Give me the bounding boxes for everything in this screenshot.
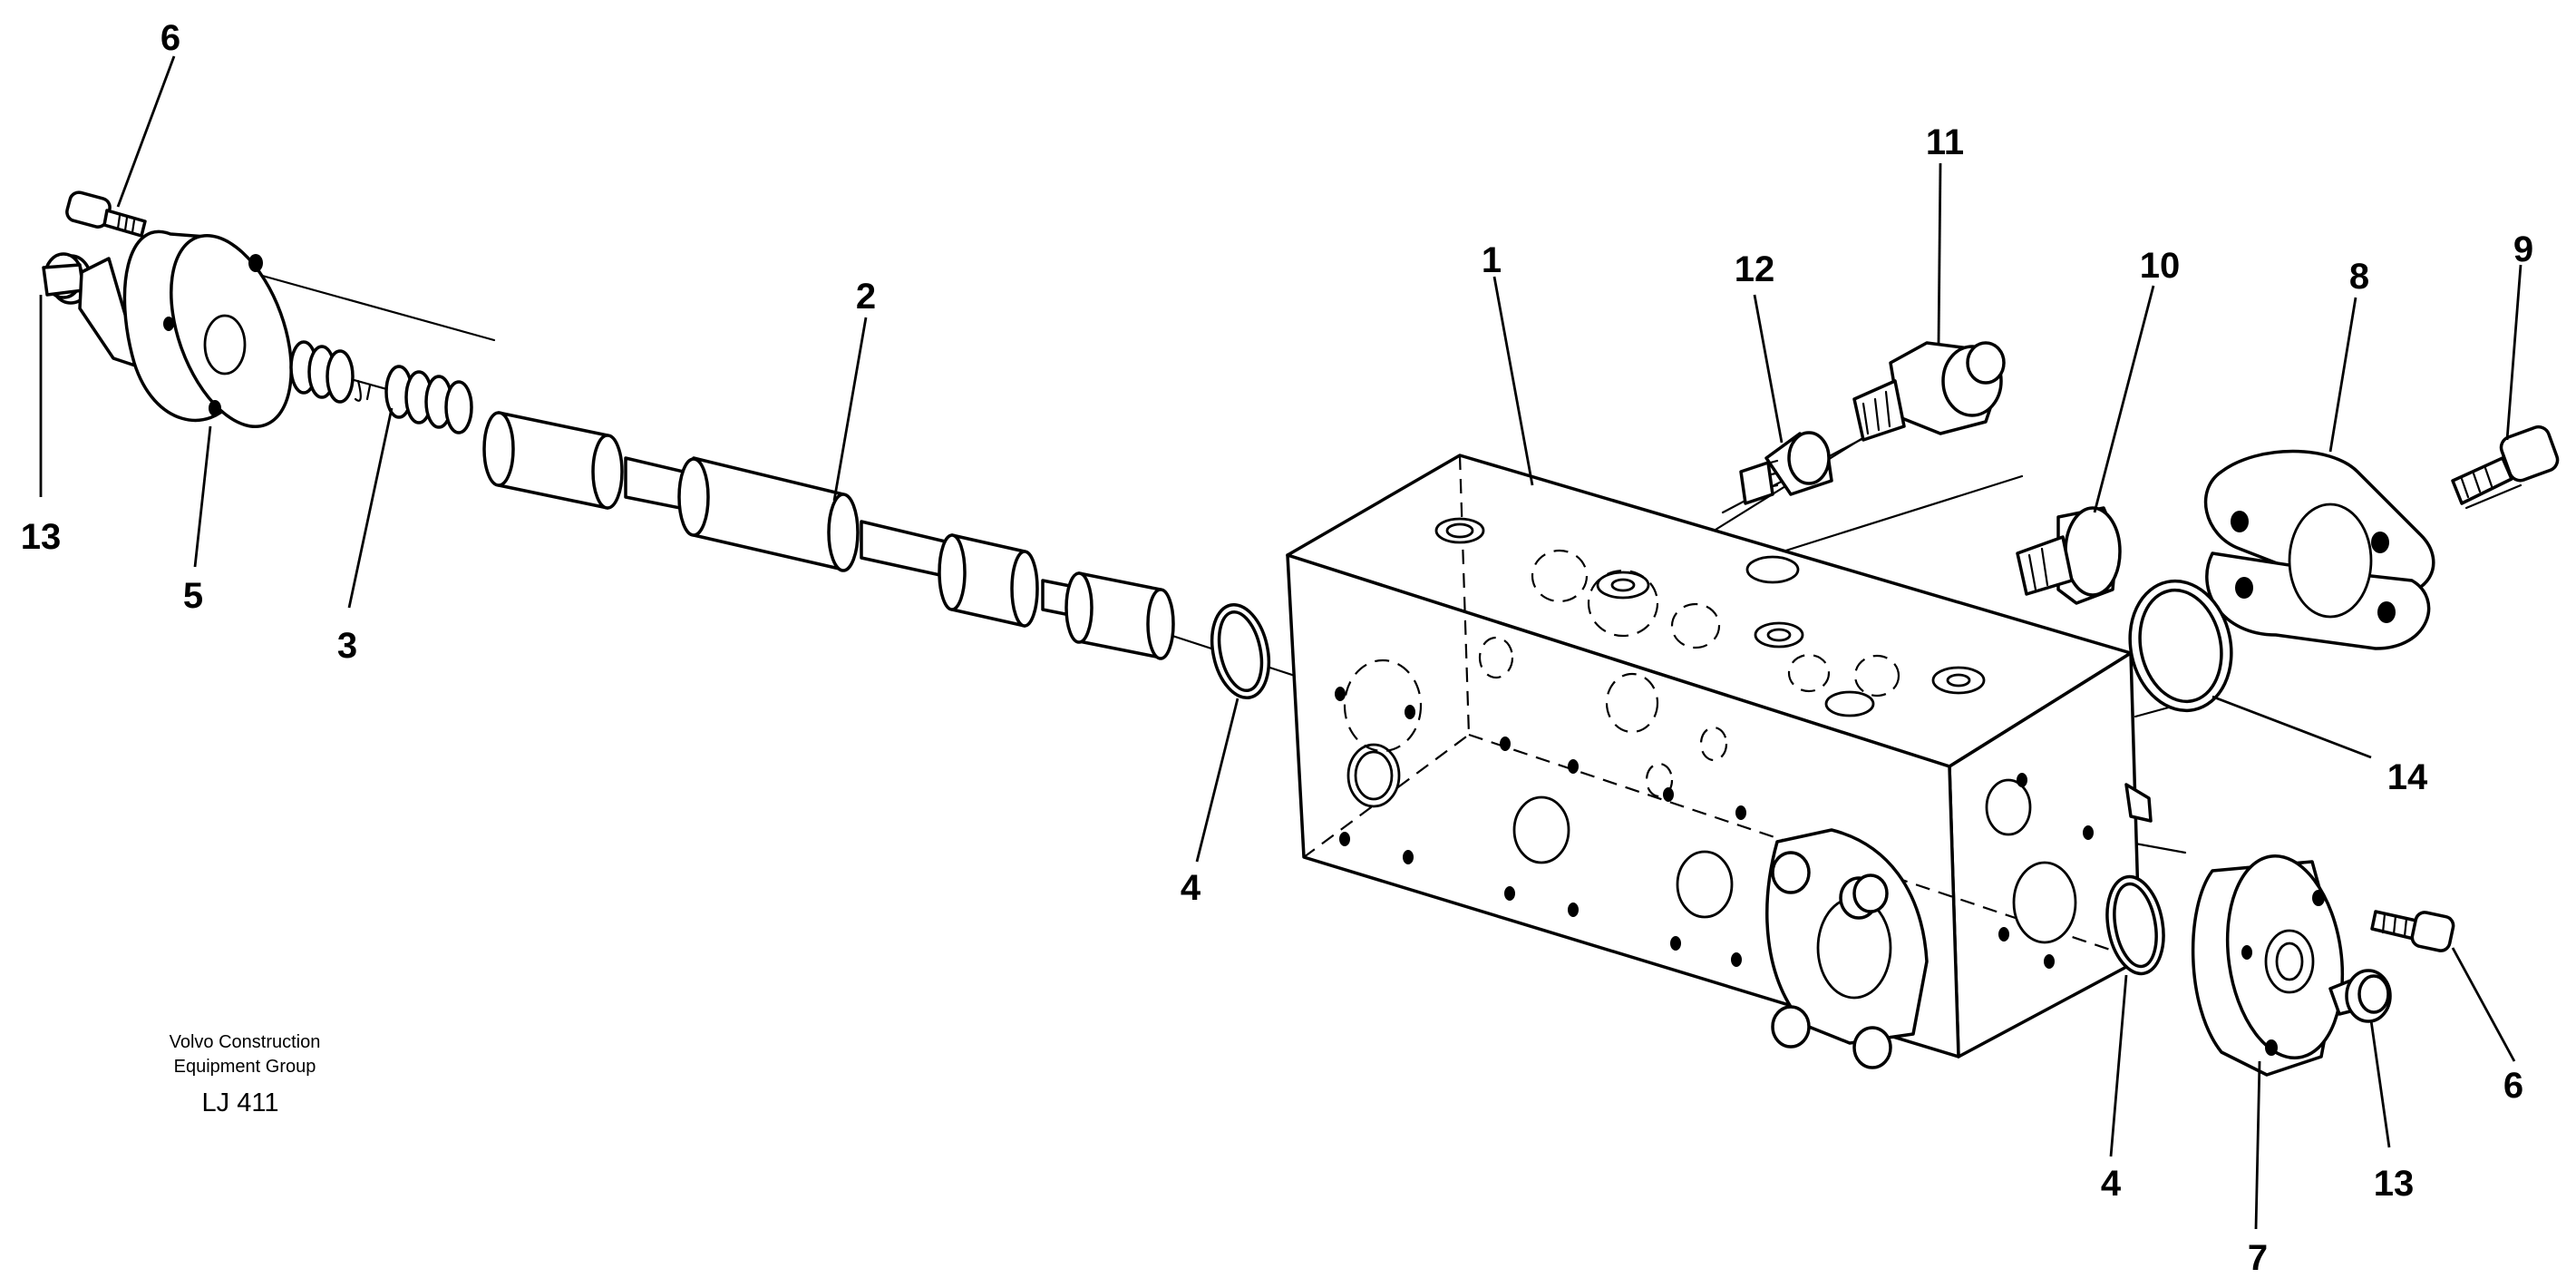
callout-numbers: 6 13 5 3 2 4 1 12 11 10 8 9 14 6 4 13 7 <box>21 18 2533 1278</box>
callout-14: 14 <box>2387 757 2428 797</box>
callout-7: 7 <box>2248 1238 2268 1278</box>
o-ring-part-14 <box>2128 579 2233 713</box>
credit-line-2: Equipment Group <box>174 1057 316 1077</box>
o-ring-part-4-right <box>2105 874 2165 976</box>
callout-2: 2 <box>856 277 876 317</box>
callout-10: 10 <box>2140 246 2181 286</box>
screw-part-9 <box>2451 424 2560 505</box>
callout-12: 12 <box>1735 249 1775 289</box>
callout-4-left: 4 <box>1181 868 1201 908</box>
spool-part-2 <box>482 411 1175 660</box>
callout-13-left: 13 <box>21 517 62 557</box>
flange-part-8 <box>2203 449 2435 650</box>
credit-block: Volvo Construction Equipment Group LJ 41… <box>170 1032 321 1117</box>
end-cover-part-7 <box>2191 854 2345 1077</box>
callout-8: 8 <box>2349 257 2369 297</box>
callout-1: 1 <box>1482 240 1502 280</box>
callout-11: 11 <box>1926 122 1964 162</box>
callout-6-right: 6 <box>2503 1066 2523 1106</box>
callout-3: 3 <box>337 626 357 666</box>
callout-5: 5 <box>183 576 203 616</box>
valve-part-10 <box>2016 506 2122 605</box>
springs-part-3 <box>289 340 473 434</box>
end-cover-part-5 <box>78 229 293 429</box>
callout-6-left: 6 <box>160 18 180 58</box>
o-ring-part-4-left <box>1210 603 1271 699</box>
valve-part-11 <box>1852 341 2006 442</box>
screw-part-6-left <box>65 190 147 238</box>
callout-4-right: 4 <box>2101 1164 2122 1204</box>
callout-13-right: 13 <box>2374 1164 2415 1204</box>
screw-part-6-right <box>2370 910 2455 952</box>
drawing-code: LJ 411 <box>202 1088 279 1117</box>
callout-9: 9 <box>2513 229 2533 269</box>
leader-lines <box>39 55 2523 1230</box>
valve-body-part-1 <box>1286 454 2153 1069</box>
credit-line-1: Volvo Construction <box>170 1032 321 1052</box>
valve-part-12 <box>1739 431 1833 505</box>
plug-part-13-right <box>2328 969 2392 1023</box>
